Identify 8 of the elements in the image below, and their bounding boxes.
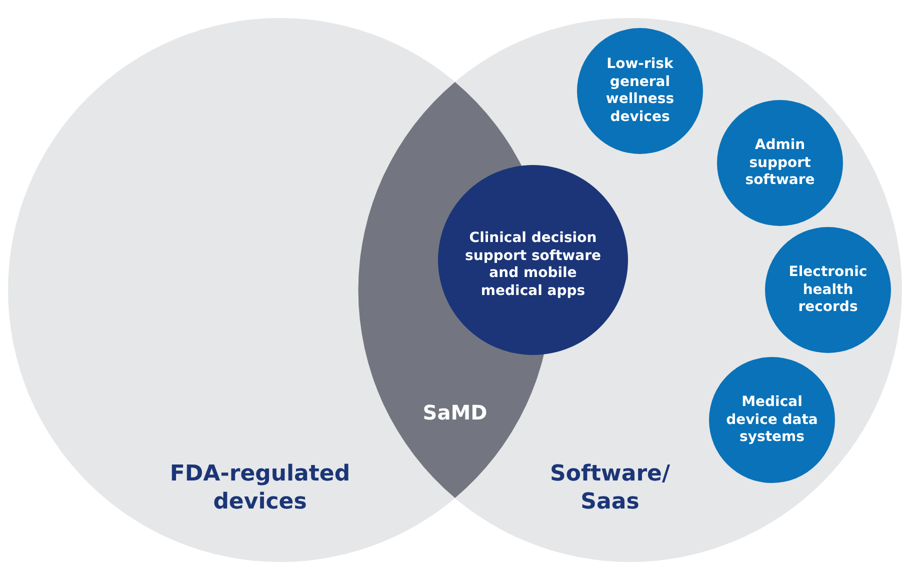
circle-label: Software/ Saas	[548, 460, 672, 516]
circle-label: Admin support software	[744, 136, 816, 190]
circle-label: Electronic health records	[788, 264, 868, 316]
circle-label: Medical device data systems	[725, 394, 819, 446]
circle-label: SaMD	[422, 400, 488, 426]
circle-label: Low-risk general wellness devices	[604, 56, 676, 126]
circle-label: Clinical decision support software and mobile medical apps	[464, 230, 602, 300]
circle-label: FDA-regulated devices	[168, 460, 352, 516]
